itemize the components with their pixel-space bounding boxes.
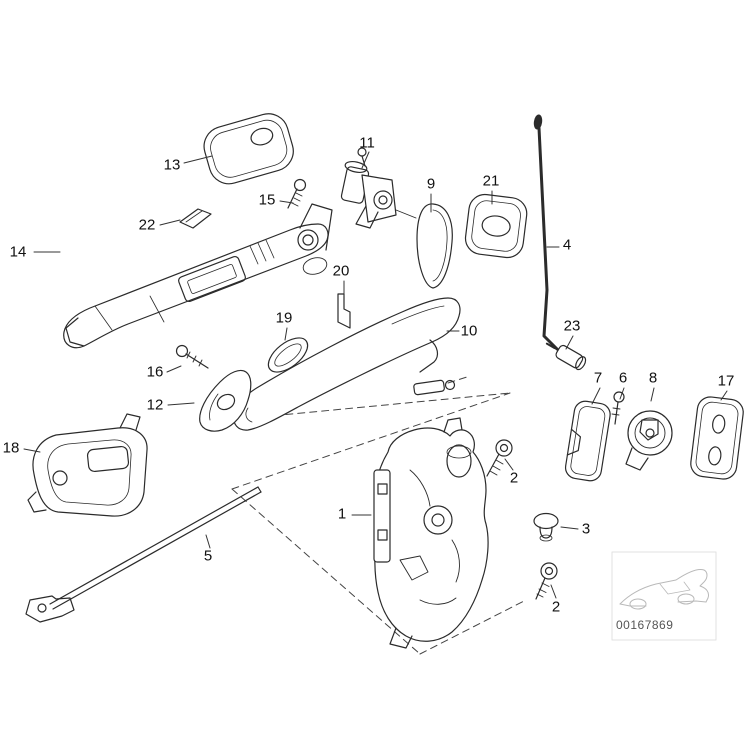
part-label-10: 10	[460, 322, 478, 340]
part-label-1: 1	[337, 505, 347, 523]
part-label-7: 7	[593, 369, 603, 387]
part-10-outer-door-handle	[233, 297, 461, 431]
part-label-21: 21	[482, 172, 500, 190]
watermark-id-number: 00167869	[616, 618, 674, 632]
part-13-handle-cover	[203, 113, 294, 185]
part-label-2-lower: 2	[551, 598, 561, 616]
part-label-20: 20	[332, 262, 350, 280]
part-label-22: 22	[138, 216, 156, 234]
part-label-3: 3	[581, 520, 591, 538]
part-16-screw	[175, 344, 209, 369]
assembly-dashed-lines	[231, 375, 525, 655]
part-label-17: 17	[717, 372, 735, 390]
part-label-12: 12	[146, 396, 164, 414]
part-20-bracket-clip	[337, 293, 351, 329]
part-5-connecting-rod	[25, 486, 262, 623]
part-label-15: 15	[258, 191, 276, 209]
part-21-lock-cylinder-cover	[464, 193, 528, 259]
part-22-clip	[179, 208, 212, 229]
part-12-gasket	[199, 369, 252, 432]
part-label-2-upper: 2	[509, 469, 519, 487]
part-19-gasket	[267, 337, 309, 373]
part-label-13: 13	[163, 156, 181, 174]
part-11-lock-actuator	[340, 147, 417, 229]
part-label-19: 19	[275, 309, 293, 327]
part-9-handle-end-cap	[416, 203, 453, 289]
part-15-screw	[287, 178, 307, 209]
part-4-lock-rod	[533, 114, 559, 351]
part-label-14: 14	[9, 243, 27, 261]
part-label-8: 8	[648, 369, 658, 387]
part-label-16: 16	[146, 363, 164, 381]
part-1-door-latch	[373, 417, 489, 649]
part-17-striker-cover	[690, 396, 744, 480]
part-label-23: 23	[563, 317, 581, 335]
part-2-screw-lower	[535, 562, 558, 600]
part-label-6: 6	[618, 369, 628, 387]
part-6-striker-screw	[611, 391, 625, 425]
part-label-11: 11	[359, 134, 375, 152]
part-7-striker-plate	[564, 400, 611, 482]
part-label-5: 5	[203, 547, 213, 565]
part-label-9: 9	[426, 175, 436, 193]
part-18-inner-handle	[27, 413, 148, 517]
part-23-rod-connector	[545, 342, 587, 371]
part-2-screw-upper	[486, 439, 513, 477]
part-14-handle-carrier	[63, 203, 333, 349]
part-3-grommet	[533, 512, 559, 542]
leader-lines	[23, 151, 728, 599]
watermark-car-icon	[611, 551, 717, 641]
part-label-4: 4	[562, 236, 572, 254]
part-8-lock-striker	[625, 410, 673, 471]
part-label-18: 18	[2, 439, 20, 457]
